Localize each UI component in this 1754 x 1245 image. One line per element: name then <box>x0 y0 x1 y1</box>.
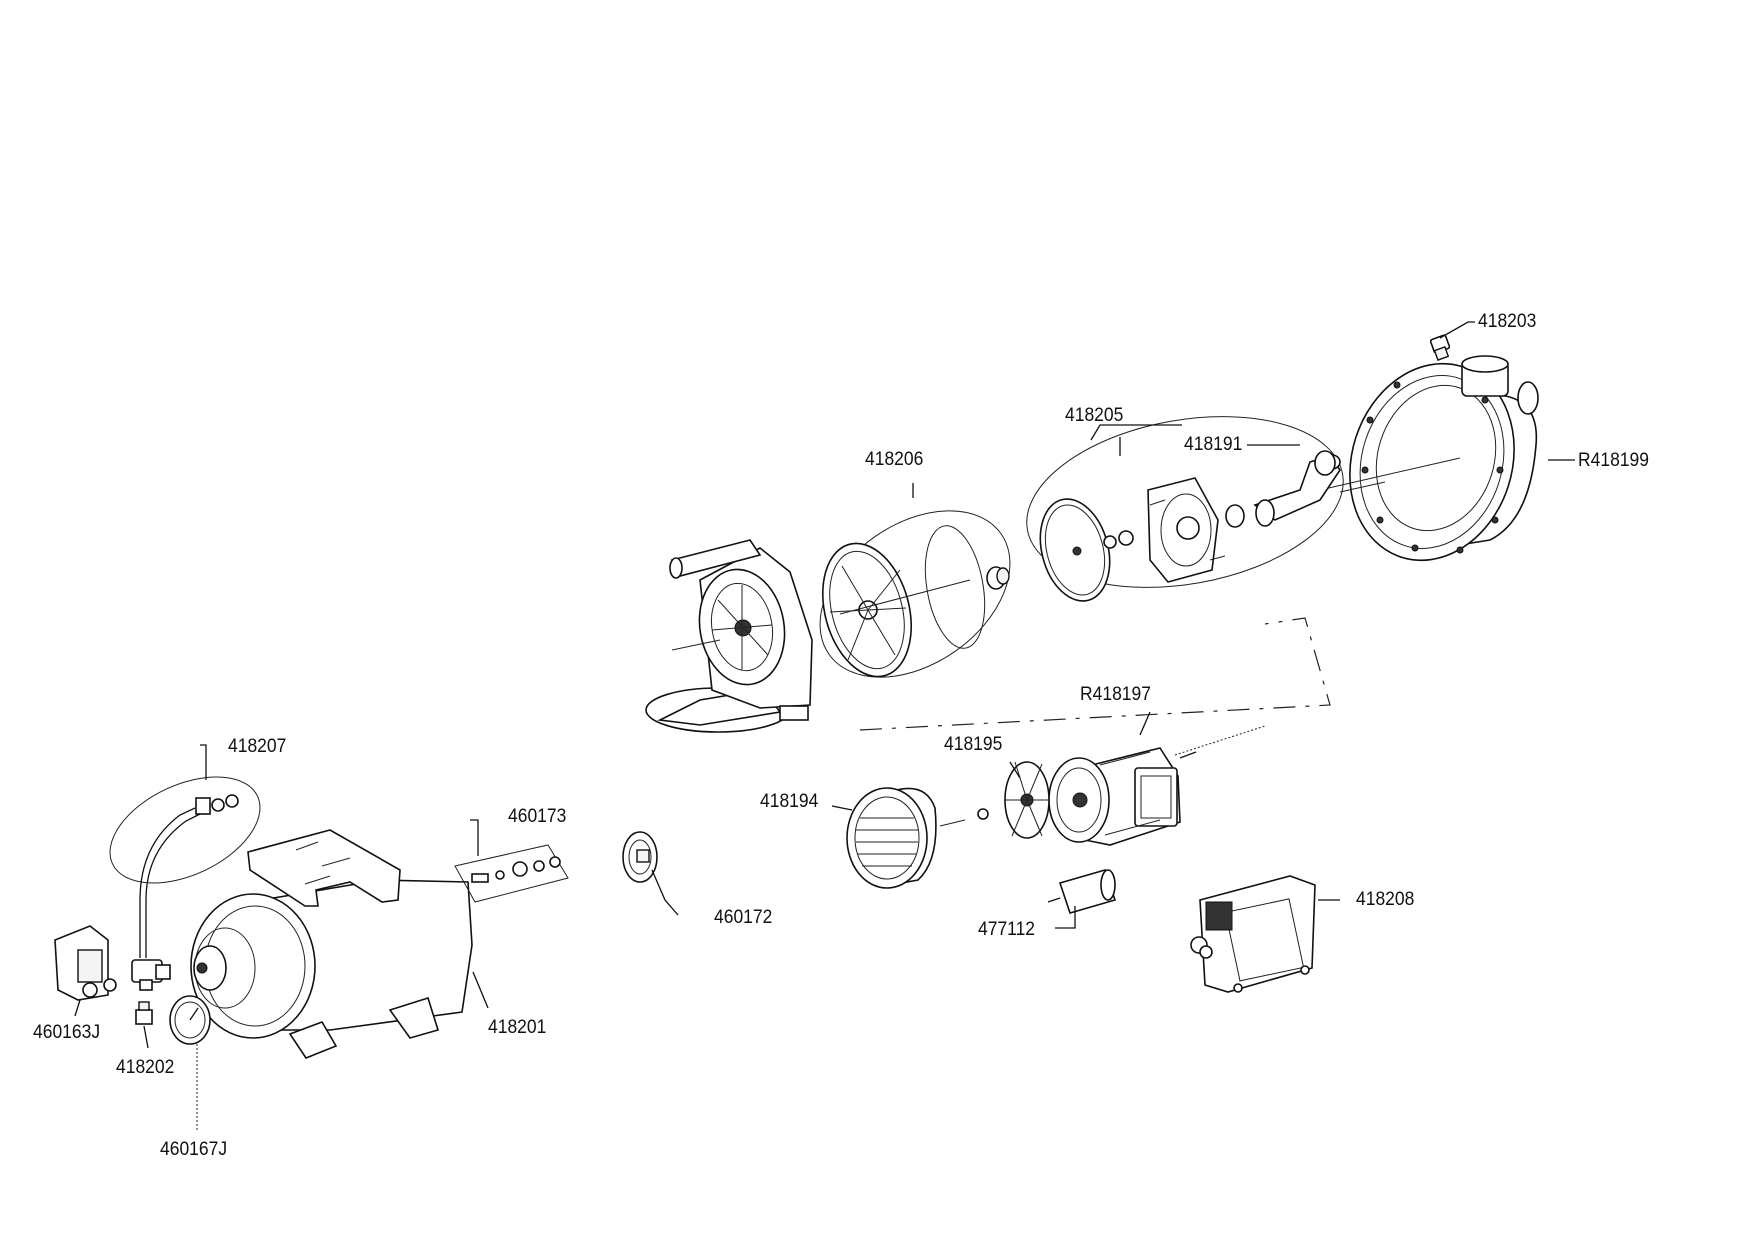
leader-lines <box>74 321 1575 1130</box>
label-R418197: R418197 <box>1080 684 1151 705</box>
pressure-switch-part <box>54 925 117 1001</box>
label-418208: 418208 <box>1356 889 1415 910</box>
label-418207: 418207 <box>228 736 287 757</box>
pressure-gauge-part <box>169 995 211 1045</box>
label-418205: 418205 <box>1065 405 1124 426</box>
label-418194: 418194 <box>760 791 819 812</box>
label-460172: 460172 <box>714 907 773 928</box>
impeller-cover-group <box>819 510 1011 678</box>
tee-fitting-part <box>131 959 171 991</box>
label-460173: 460173 <box>508 806 567 827</box>
capacitor-part <box>1047 869 1117 914</box>
label-418191: 418191 <box>1184 434 1243 455</box>
motor-part <box>1048 747 1197 846</box>
label-R418199: R418199 <box>1578 450 1649 471</box>
flange-part <box>622 831 658 883</box>
label-418201: 418201 <box>488 1017 547 1038</box>
tank-part <box>190 829 473 1059</box>
nipple-part <box>135 1001 153 1025</box>
fan-cover-part <box>846 787 966 889</box>
pump-housing-part <box>1319 355 1539 562</box>
switch-box-part <box>1190 875 1316 993</box>
label-418206: 418206 <box>865 449 924 470</box>
hose-part <box>109 776 261 958</box>
label-460167J: 460167J <box>160 1139 228 1160</box>
ejector-assembly-group <box>1026 416 1386 602</box>
fitting-kit-part <box>454 844 569 903</box>
fan-part <box>977 761 1050 839</box>
label-460163J: 460163J <box>33 1022 101 1043</box>
label-418203: 418203 <box>1478 311 1537 332</box>
pump-body-part <box>645 539 813 733</box>
label-418202: 418202 <box>116 1057 175 1078</box>
label-418195: 418195 <box>944 734 1003 755</box>
label-477112: 477112 <box>978 919 1036 940</box>
drain-plug-part <box>1429 334 1451 361</box>
